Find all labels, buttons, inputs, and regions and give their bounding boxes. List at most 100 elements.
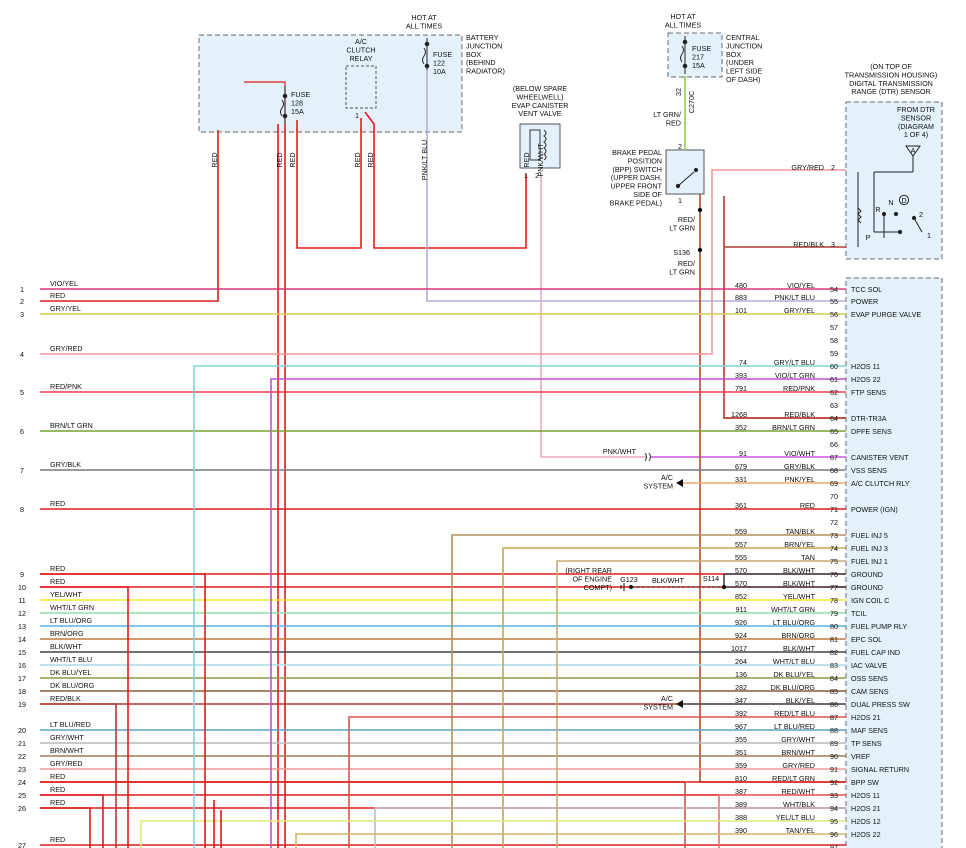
battery-junction-box bbox=[198, 34, 463, 133]
circuit-number: 352 bbox=[735, 423, 747, 432]
dtr-n-label: N bbox=[888, 198, 893, 207]
pcm-wire-label: BLK/WHT bbox=[783, 644, 816, 653]
ac-system-arrow-icon bbox=[676, 700, 683, 708]
left-pin-number: 1 bbox=[20, 285, 24, 294]
wire-label: RED/ bbox=[678, 259, 695, 268]
left-wire-label: BRN/LT GRN bbox=[50, 421, 93, 430]
wire-red-blk bbox=[40, 703, 117, 848]
left-wire-label: RED bbox=[50, 499, 65, 508]
pcm-function-label: FUEL INJ 3 bbox=[851, 544, 888, 553]
left-pin-number: 19 bbox=[18, 700, 26, 709]
fuse-122-label: 122 bbox=[433, 58, 445, 67]
wire-pnk-wht bbox=[540, 174, 646, 458]
circuit-number: 883 bbox=[735, 293, 747, 302]
circuit-number: 1268 bbox=[731, 410, 747, 419]
pcm-pin-number: 79 bbox=[830, 609, 838, 618]
pcm-pin-number: 65 bbox=[830, 427, 838, 436]
pcm-pin-number: 59 bbox=[830, 349, 838, 358]
pcm-pin-number: 74 bbox=[830, 544, 838, 553]
pcm-pin-number: 90 bbox=[830, 752, 838, 761]
pcm-pin-number: 96 bbox=[830, 830, 838, 839]
fuse-122-label: FUSE bbox=[433, 50, 452, 59]
dtr-d-label: D bbox=[901, 196, 906, 205]
fuse-122-symbol bbox=[422, 38, 430, 70]
pcm-pin-number: 67 bbox=[830, 453, 838, 462]
ac-system-label: A/C bbox=[661, 694, 673, 703]
pcm-pin-number: 97 bbox=[830, 843, 838, 848]
bpp-switch-label: SIDE OF bbox=[633, 190, 662, 199]
battery-junction-box-label: BOX bbox=[466, 50, 481, 59]
evap-valve-label: WHEELWELL) bbox=[517, 92, 564, 101]
dtr-sensor-label: (ON TOP OF bbox=[870, 62, 912, 71]
left-pin-number: 5 bbox=[20, 388, 24, 397]
pcm-wire-label: BRN/YEL bbox=[784, 540, 815, 549]
pcm-wire-label: YEL/WHT bbox=[783, 592, 816, 601]
pcm-wire-label: PNK/LT BLU bbox=[775, 293, 815, 302]
pcm-wire-label: BLK/WHT bbox=[783, 579, 816, 588]
pcm-wire-label: GRY/YEL bbox=[784, 306, 815, 315]
pcm-wire-label: DK BLU/ORG bbox=[771, 683, 816, 692]
left-wire-label: RED bbox=[50, 564, 65, 573]
circuit-number: 911 bbox=[736, 605, 747, 614]
wire-tan-yel bbox=[295, 833, 846, 848]
pcm-connector bbox=[845, 277, 943, 848]
pcm-pin-number: 81 bbox=[830, 635, 838, 644]
central-junction-box-label: LEFT SIDE bbox=[726, 67, 762, 76]
pcm-wire-label: BRN/ORG bbox=[781, 631, 815, 640]
wire-gry-ltblu bbox=[193, 365, 846, 848]
dtr-1-label: 1 bbox=[927, 231, 931, 240]
evap-valve-label: VENT VALVE bbox=[518, 109, 561, 118]
pcm-wire-label: RED/LT BLU bbox=[774, 709, 815, 718]
pcm-function-label: GROUND bbox=[851, 570, 883, 579]
battery-junction-box-label: (BEHIND bbox=[466, 58, 496, 67]
from-dtr-label: (DIAGRAM bbox=[898, 122, 934, 131]
dtr-switch-symbol bbox=[857, 145, 923, 247]
dtr-a-label: A bbox=[911, 146, 916, 155]
left-wire-label: VIO/YEL bbox=[50, 279, 78, 288]
pcm-function-label: FUEL INJ 1 bbox=[851, 557, 888, 566]
left-wire-label: DK BLU/YEL bbox=[50, 668, 92, 677]
hot-at-all-times-label: ALL TIMES bbox=[665, 20, 702, 29]
wire-red-ltblu bbox=[348, 716, 846, 848]
wire-pnk-ltblu bbox=[426, 70, 846, 302]
pcm-pin-number: 72 bbox=[830, 518, 838, 527]
pcm-pin-number: 89 bbox=[830, 739, 838, 748]
fuse-217-label: 15A bbox=[692, 61, 705, 70]
pcm-pin-number: 55 bbox=[830, 297, 838, 306]
dtr-p-label: P bbox=[866, 233, 871, 242]
circuit-number: 557 bbox=[735, 540, 747, 549]
pin-label: 2 bbox=[678, 142, 682, 151]
pcm-function-label: VSS SENS bbox=[851, 466, 887, 475]
bpp-switch-label: UPPER FRONT bbox=[610, 182, 662, 191]
circuit-number: 136 bbox=[735, 670, 747, 679]
fuse-217-label: FUSE bbox=[692, 44, 711, 53]
pcm-wire-label: GRY/BLK bbox=[784, 462, 815, 471]
pcm-pin-number: 93 bbox=[830, 791, 838, 800]
circuit-number: 555 bbox=[735, 553, 747, 562]
left-wire-label: RED bbox=[50, 798, 65, 807]
wire-red-wht bbox=[718, 794, 846, 848]
fuse-128-label: 128 bbox=[291, 98, 303, 107]
central-junction-box-label: (UNDER bbox=[726, 58, 754, 67]
pcm-function-label: EPC SOL bbox=[851, 635, 882, 644]
circuit-number: 355 bbox=[735, 735, 747, 744]
circuit-number: 389 bbox=[735, 800, 747, 809]
vertical-wire-label: RED bbox=[275, 152, 284, 167]
left-pin-number: 15 bbox=[18, 648, 26, 657]
pcm-pin-number: 95 bbox=[830, 817, 838, 826]
central-junction-box-label: BOX bbox=[726, 50, 741, 59]
bpp-switch-box bbox=[665, 149, 705, 195]
pcm-pin-number: 92 bbox=[830, 778, 838, 787]
circuit-number: 331 bbox=[735, 475, 747, 484]
pcm-wire-label: LT BLU/RED bbox=[774, 722, 815, 731]
pcm-wire-label: GRY/LT BLU bbox=[774, 358, 815, 367]
pcm-function-label: H2OS 12 bbox=[851, 817, 881, 826]
pcm-pin-number: 77 bbox=[830, 583, 838, 592]
ground-icon bbox=[620, 583, 633, 591]
left-pin-number: 8 bbox=[20, 505, 24, 514]
left-pin-number: 14 bbox=[18, 635, 26, 644]
pcm-function-label: POWER bbox=[851, 297, 878, 306]
wire-yel-ltblu bbox=[140, 820, 846, 848]
battery-junction-box-label: RADIATOR) bbox=[466, 67, 505, 76]
